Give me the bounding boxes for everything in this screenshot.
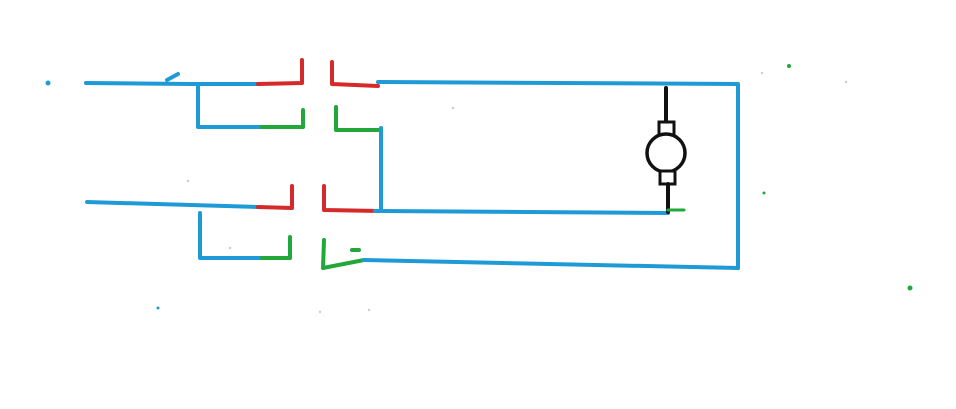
contact-2-green — [260, 105, 383, 132]
contact-1-red — [256, 58, 380, 88]
dc-motor — [645, 86, 687, 214]
stray-marks — [45, 64, 913, 314]
supply-line-bottom — [85, 200, 292, 260]
motor-brush-bottom — [658, 169, 677, 186]
motor-armature — [645, 132, 687, 174]
supply-line-top — [84, 72, 264, 129]
bottom-bus-wire — [362, 209, 740, 270]
top-bus-wire — [376, 80, 740, 270]
contact-4-green — [260, 235, 366, 270]
contact-3-red — [256, 184, 382, 213]
